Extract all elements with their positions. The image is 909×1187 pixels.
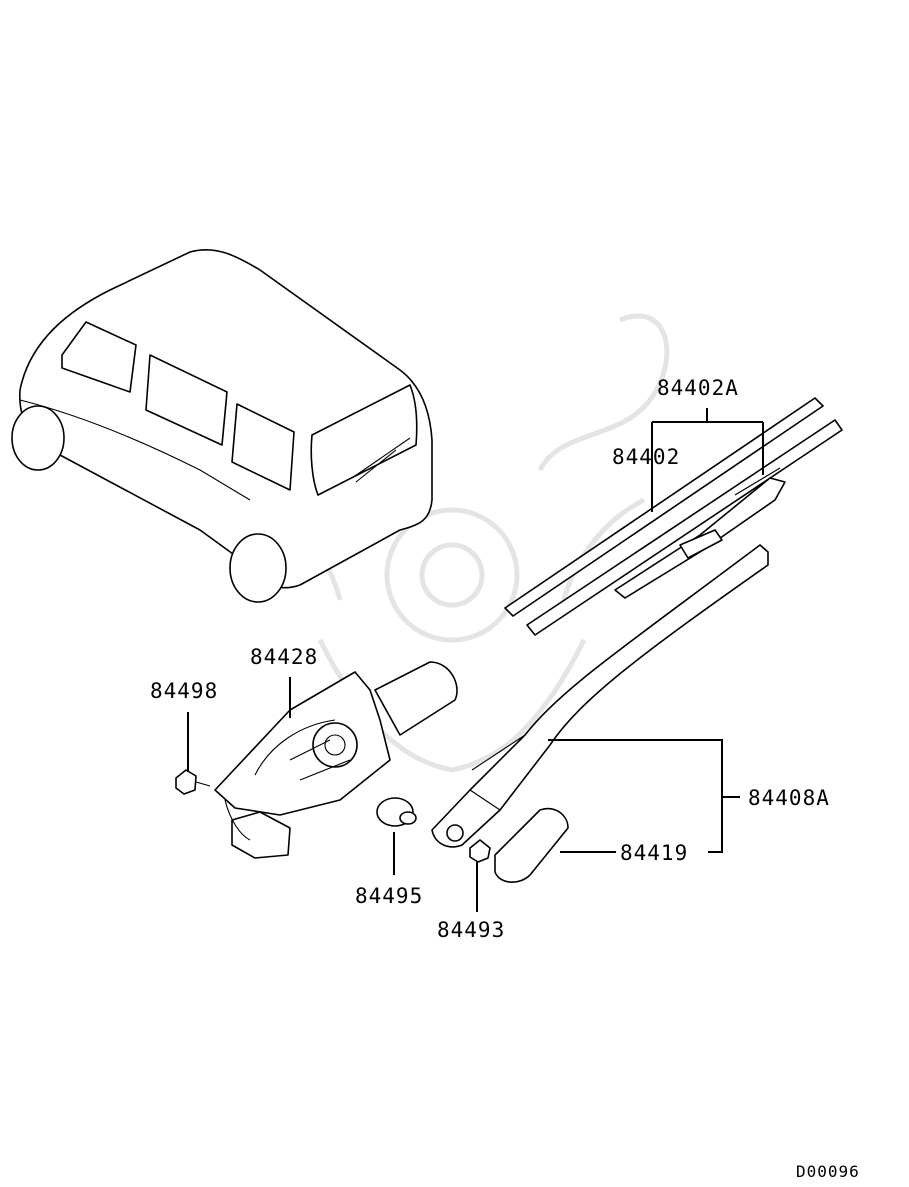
label-84493: 84493: [437, 918, 505, 942]
leader-lines: [187, 408, 764, 912]
label-84419: 84419: [620, 841, 688, 865]
label-84402: 84402: [612, 445, 680, 469]
label-84408A: 84408A: [748, 786, 830, 810]
wiper-arm-cap: [494, 808, 569, 883]
label-84495: 84495: [355, 884, 423, 908]
wiper-blade-assembly: [504, 397, 843, 636]
mounting-bolt: [175, 769, 211, 795]
diagram-code: D00096: [796, 1162, 860, 1181]
label-84402A: 84402A: [657, 376, 739, 400]
vehicle-illustration: [11, 248, 433, 603]
wiper-arm: [431, 544, 769, 848]
label-84498: 84498: [150, 679, 218, 703]
label-84428: 84428: [250, 645, 318, 669]
wiper-motor: [214, 661, 458, 859]
wiper-arm-nut: [469, 839, 491, 863]
grommet: [376, 797, 417, 827]
